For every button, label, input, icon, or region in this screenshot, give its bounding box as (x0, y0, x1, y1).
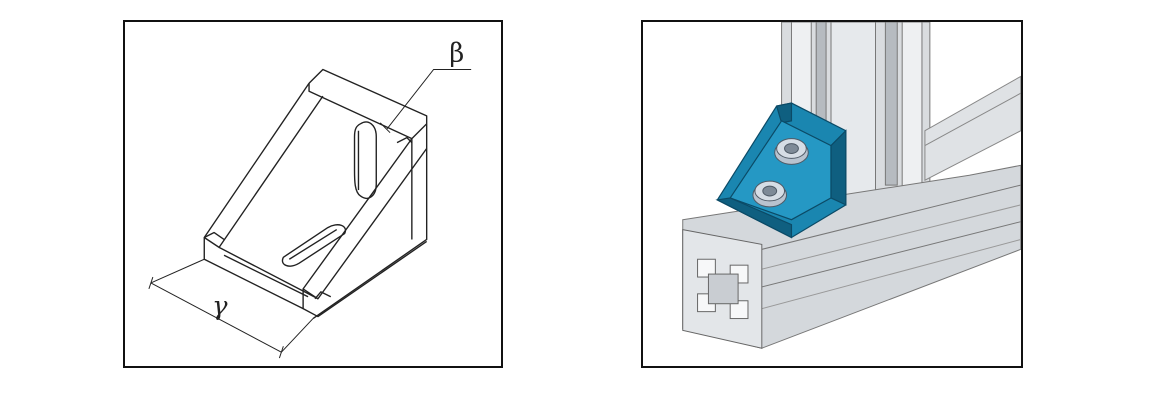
back-plate (308, 68, 428, 320)
beta-leader (386, 68, 472, 130)
gamma-label: γ (212, 292, 228, 322)
bolt-upper (774, 138, 809, 165)
beta-label: β (449, 39, 464, 69)
base-plate (203, 237, 304, 310)
bracket-mounted-panel (641, 20, 1023, 368)
horizontal-slot (281, 224, 347, 267)
right-gusset (302, 138, 428, 300)
bolt-lower (752, 180, 788, 208)
rear-rail (924, 75, 1021, 181)
left-gusset (203, 82, 324, 249)
vertical-slot (353, 121, 377, 199)
bracket-drawing-panel: β γ (123, 20, 503, 368)
gamma-dimension-line (150, 282, 282, 353)
mounted-bracket-illustration (682, 22, 1021, 349)
bracket-line-drawing: β γ (148, 39, 472, 359)
